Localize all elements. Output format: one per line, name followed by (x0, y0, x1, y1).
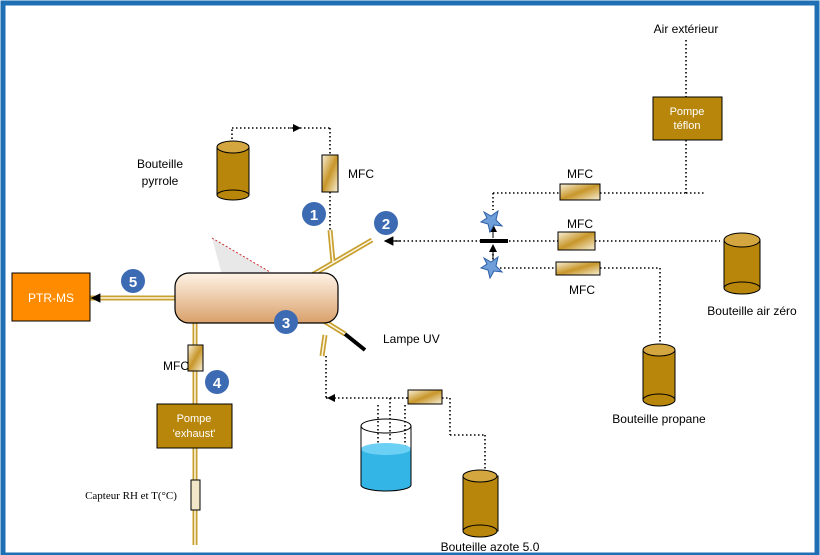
label-bouteille-propane: Bouteille propane (612, 412, 706, 426)
marker-5: 5 (129, 274, 137, 291)
label-bouteille-air-zero: Bouteille air zéro (707, 304, 797, 318)
step-markers: 1 2 3 4 5 (121, 202, 398, 394)
light-cone (212, 238, 270, 282)
ptr-ms-box (11, 272, 91, 322)
reaction-chamber (174, 272, 339, 324)
marker-4: 4 (213, 375, 222, 392)
marker-2: 2 (382, 216, 390, 233)
label-mfc-propane: MFC (569, 283, 595, 297)
pompe-exhaust-label-1: Pompe (177, 413, 212, 425)
label-mfc-air-ext: MFC (567, 167, 593, 181)
label-mfc-air-zero: MFC (567, 217, 593, 231)
lamp-tip (343, 332, 367, 352)
water-bubbler (360, 418, 412, 492)
marker-3: 3 (282, 315, 290, 332)
label-mfc-exhaust: MFC (163, 359, 189, 373)
valve-icons (479, 209, 504, 280)
label-air-exterieur: Air extérieur (654, 22, 719, 36)
label-mfc-pyrrole: MFC (348, 167, 374, 181)
marker-1: 1 (310, 207, 318, 224)
label-lampe-uv: Lampe UV (383, 332, 440, 346)
pompe-teflon (652, 96, 723, 141)
pompe-exhaust (156, 403, 233, 449)
pompe-teflon-label-2: téflon (674, 120, 701, 132)
ptr-ms-label: PTR-MS (28, 291, 74, 305)
label-bouteille-azote: Bouteille azote 5.0 (441, 540, 540, 554)
label-bouteille-pyrrole-1: Bouteille (137, 157, 183, 171)
pompe-teflon-label-1: Pompe (670, 106, 705, 118)
gas-lines (231, 40, 720, 470)
gas-cylinders (216, 140, 761, 538)
label-capteur: Capteur RH et T(°C) (85, 490, 177, 502)
mfc-boxes (187, 154, 601, 511)
pompe-exhaust-label-2: 'exhaust' (173, 428, 216, 440)
label-bouteille-pyrrole-2: pyrrole (142, 174, 179, 188)
